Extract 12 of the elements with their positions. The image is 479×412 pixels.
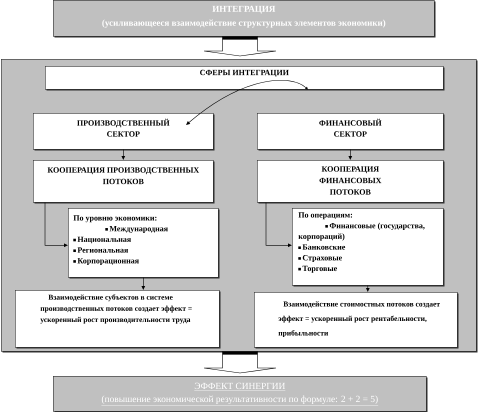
process-box: СФЕРЫ ИНТЕГРАЦИИ <box>45 66 444 90</box>
block-arrow <box>204 36 276 56</box>
process-box: ПРОИЗВОДСТВЕННЫЙ СЕКТОР <box>33 113 214 150</box>
banner-box: ЭФФЕКТ СИНЕРГИИ (повышение экономической результативности по формуле: 2 + 2 = 5) <box>53 376 428 412</box>
list-box: По операциям: Финансовые (государства, корпораций) Банковские Страховые Торговые <box>292 208 444 286</box>
list-box: По уровню экономики: Международная Национальная Региональная Корпорационная <box>68 208 220 278</box>
process-box: КООПЕРАЦИЯ ПРОИЗВОДСТВЕННЫХ ПОТОКОВ <box>33 160 214 204</box>
curved-arrow <box>186 80 308 125</box>
process-box: КООПЕРАЦИЯ ФИНАНСОВЫХ ПОТОКОВ <box>257 160 444 204</box>
block-arrow <box>204 351 276 374</box>
banner-box: ИНТЕГРАЦИЯ (усиливающееся взаимодействие структурных элементов экономики) <box>53 0 436 38</box>
process-box: ФИНАНСОВЫЙ СЕКТОР <box>257 113 444 150</box>
